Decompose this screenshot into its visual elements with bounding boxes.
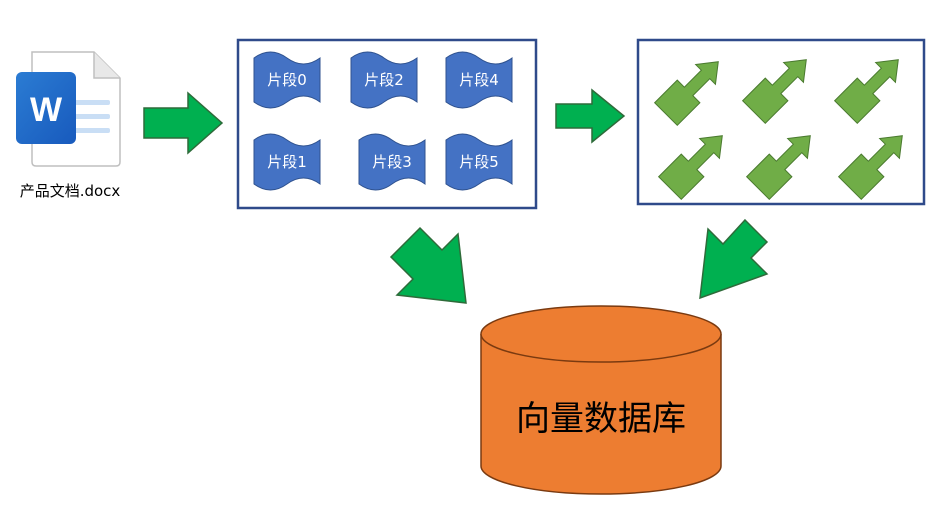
chunk-label: 片段5 [459,153,499,171]
chunk-label: 片段4 [459,71,499,89]
file-name-label: 产品文档.docx [19,182,121,200]
chunk-item: 片段0 [253,51,321,109]
svg-text:W: W [30,91,63,129]
vector-arrow-icon [741,59,807,125]
chunk-item: 片段4 [445,51,513,109]
vector-arrow-icon [745,135,811,201]
chunk-label: 片段1 [267,153,307,171]
flow-arrow-down-right [389,226,467,304]
chunk-label: 片段0 [267,71,307,89]
vector-database[interactable]: 向量数据库 [480,305,722,495]
vector-arrow-icon [653,61,719,127]
vector-arrow-icon [837,135,903,201]
chunk-item: 片段2 [350,51,418,109]
chunk-item: 片段1 [253,133,321,191]
flow-arrow-right [143,91,224,155]
chunk-label: 片段2 [364,71,404,89]
flow-arrow-down-left [699,218,769,300]
vector-arrow-icon [833,59,899,125]
chunk-item: 片段5 [445,133,513,191]
chunk-item: 片段3 [358,133,426,191]
chunk-label: 片段3 [372,153,412,171]
chunks-box: 片段0 片段2 片段4 片段1 片段3 片段5 [236,38,538,210]
vectors-box [636,38,926,206]
word-docx-icon[interactable]: W [16,51,121,167]
vector-arrow-icon [657,135,723,201]
flow-arrow-right [555,88,626,144]
database-label: 向量数据库 [516,399,686,439]
